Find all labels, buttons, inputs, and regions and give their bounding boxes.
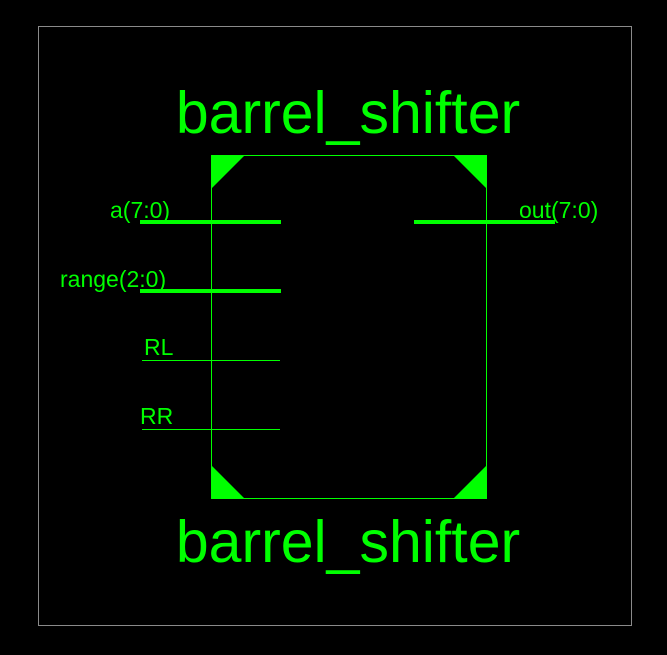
corner-top-right-marker	[453, 155, 487, 189]
pin-rl-label: RL	[144, 334, 174, 360]
corner-bottom-left-marker	[211, 465, 245, 499]
pin-range-label: range(2:0)	[60, 266, 166, 292]
symbol-title-top: barrel_shifter	[176, 80, 520, 146]
pin-a-label: a(7:0)	[110, 197, 170, 223]
pin-rr-label: RR	[140, 403, 173, 429]
symbol-body[interactable]	[211, 155, 487, 499]
corner-top-left-marker	[211, 155, 245, 189]
pin-out-label: out(7:0)	[519, 197, 598, 223]
symbol-title-bottom: barrel_shifter	[176, 509, 520, 575]
corner-bottom-right-marker	[453, 465, 487, 499]
schematic-frame	[38, 26, 632, 626]
